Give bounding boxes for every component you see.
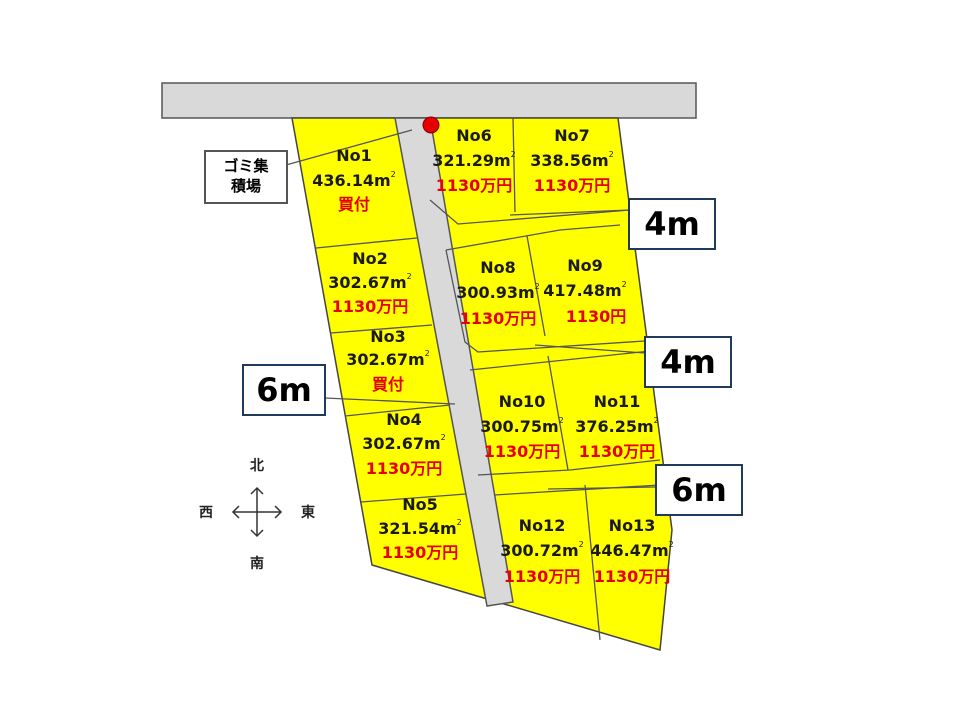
- lot-status: 1130万円: [382, 543, 459, 562]
- lot-area: 300.75m2: [480, 416, 564, 436]
- lot-id: No8: [480, 258, 516, 277]
- parcel-outline: [291, 117, 673, 651]
- lot-area: 300.72m2: [500, 540, 584, 560]
- garbage-point-label-line-1: ゴミ集: [223, 157, 269, 175]
- lot-No4: No4 302.67m2 1130万円: [362, 410, 446, 478]
- lot-No13: No13 446.47m2 1130万円: [590, 516, 674, 586]
- compass-east-label: 東: [301, 504, 315, 521]
- leader-lines: [285, 129, 656, 490]
- lot-area: 302.67m2: [362, 433, 446, 453]
- lot-area: 376.25m2: [575, 416, 659, 436]
- garbage-point-label-line-2: 積場: [230, 177, 261, 195]
- lot-status: 1130円: [566, 307, 627, 326]
- lot-area: 338.56m2: [530, 150, 614, 170]
- lot-No8: No8 300.93m2 1130万円: [456, 258, 540, 328]
- lot-No2: No2 302.67m2 1130万円: [328, 249, 412, 316]
- lot-id: No2: [352, 249, 388, 268]
- lot-id: No6: [456, 126, 492, 145]
- compass-west-label: 西: [199, 505, 213, 521]
- garbage-point-label: ゴミ集 積場: [204, 150, 288, 204]
- top-road: [161, 82, 697, 119]
- road-width-lower-right: 6m: [655, 464, 743, 516]
- access-road: [394, 117, 514, 607]
- lot-status: 1130万円: [594, 567, 671, 586]
- lot-labels: No1 436.14m2 買付 No2 302.67m2 1130万円 No3 …: [312, 126, 674, 586]
- lot-status: 1130万円: [504, 567, 581, 586]
- road-width-middle-right: 4m: [644, 336, 732, 388]
- lot-id: No9: [567, 256, 603, 275]
- lot-area: 302.67m2: [346, 349, 430, 369]
- lot-status: 1130万円: [534, 176, 611, 195]
- lot-area: 417.48m2: [543, 280, 627, 300]
- lot-status: 1130万円: [332, 297, 409, 316]
- lot-boundaries: [315, 117, 661, 641]
- lot-area: 302.67m2: [328, 272, 412, 292]
- lot-No3: No3 302.67m2 買付: [346, 327, 430, 394]
- road-width-left: 6m: [242, 364, 326, 416]
- lot-area: 321.29m2: [432, 150, 516, 170]
- lot-id: No3: [370, 327, 406, 346]
- lot-status: 買付: [372, 375, 404, 394]
- lot-No5: No5 321.54m2 1130万円: [378, 495, 462, 562]
- lot-status: 1130万円: [484, 442, 561, 461]
- lot-No7: No7 338.56m2 1130万円: [530, 126, 614, 195]
- lot-No1: No1 436.14m2 買付: [312, 146, 396, 214]
- lot-No6: No6 321.29m2 1130万円: [432, 126, 516, 195]
- lot-area: 321.54m2: [378, 518, 462, 538]
- lot-area: 446.47m2: [590, 540, 674, 560]
- compass-south-label: 南: [250, 555, 264, 572]
- lot-status: 1130万円: [436, 176, 513, 195]
- lot-status: 1130万円: [579, 442, 656, 461]
- lot-id: No11: [594, 392, 641, 411]
- lot-area: 436.14m2: [312, 170, 396, 190]
- lot-status: 1130万円: [366, 459, 443, 478]
- lot-No12: No12 300.72m2 1130万円: [500, 516, 584, 586]
- lot-area: 300.93m2: [456, 282, 540, 302]
- lot-id: No4: [386, 410, 422, 429]
- lot-status: 1130万円: [460, 309, 537, 328]
- compass: [231, 486, 283, 538]
- lot-id: No1: [336, 146, 372, 165]
- lot-id: No12: [519, 516, 566, 535]
- lot-id: No7: [554, 126, 590, 145]
- lot-id: No5: [402, 495, 438, 514]
- lot-No11: No11 376.25m2 1130万円: [575, 392, 659, 461]
- lot-No10: No10 300.75m2 1130万円: [480, 392, 564, 461]
- lot-id: No10: [499, 392, 546, 411]
- lot-No9: No9 417.48m2 1130円: [543, 256, 627, 326]
- lot-status: 買付: [338, 195, 370, 214]
- lot-id: No13: [609, 516, 656, 535]
- compass-north-label: 北: [250, 458, 264, 474]
- road-width-upper-right: 4m: [628, 198, 716, 250]
- garbage-point-marker: [422, 116, 440, 134]
